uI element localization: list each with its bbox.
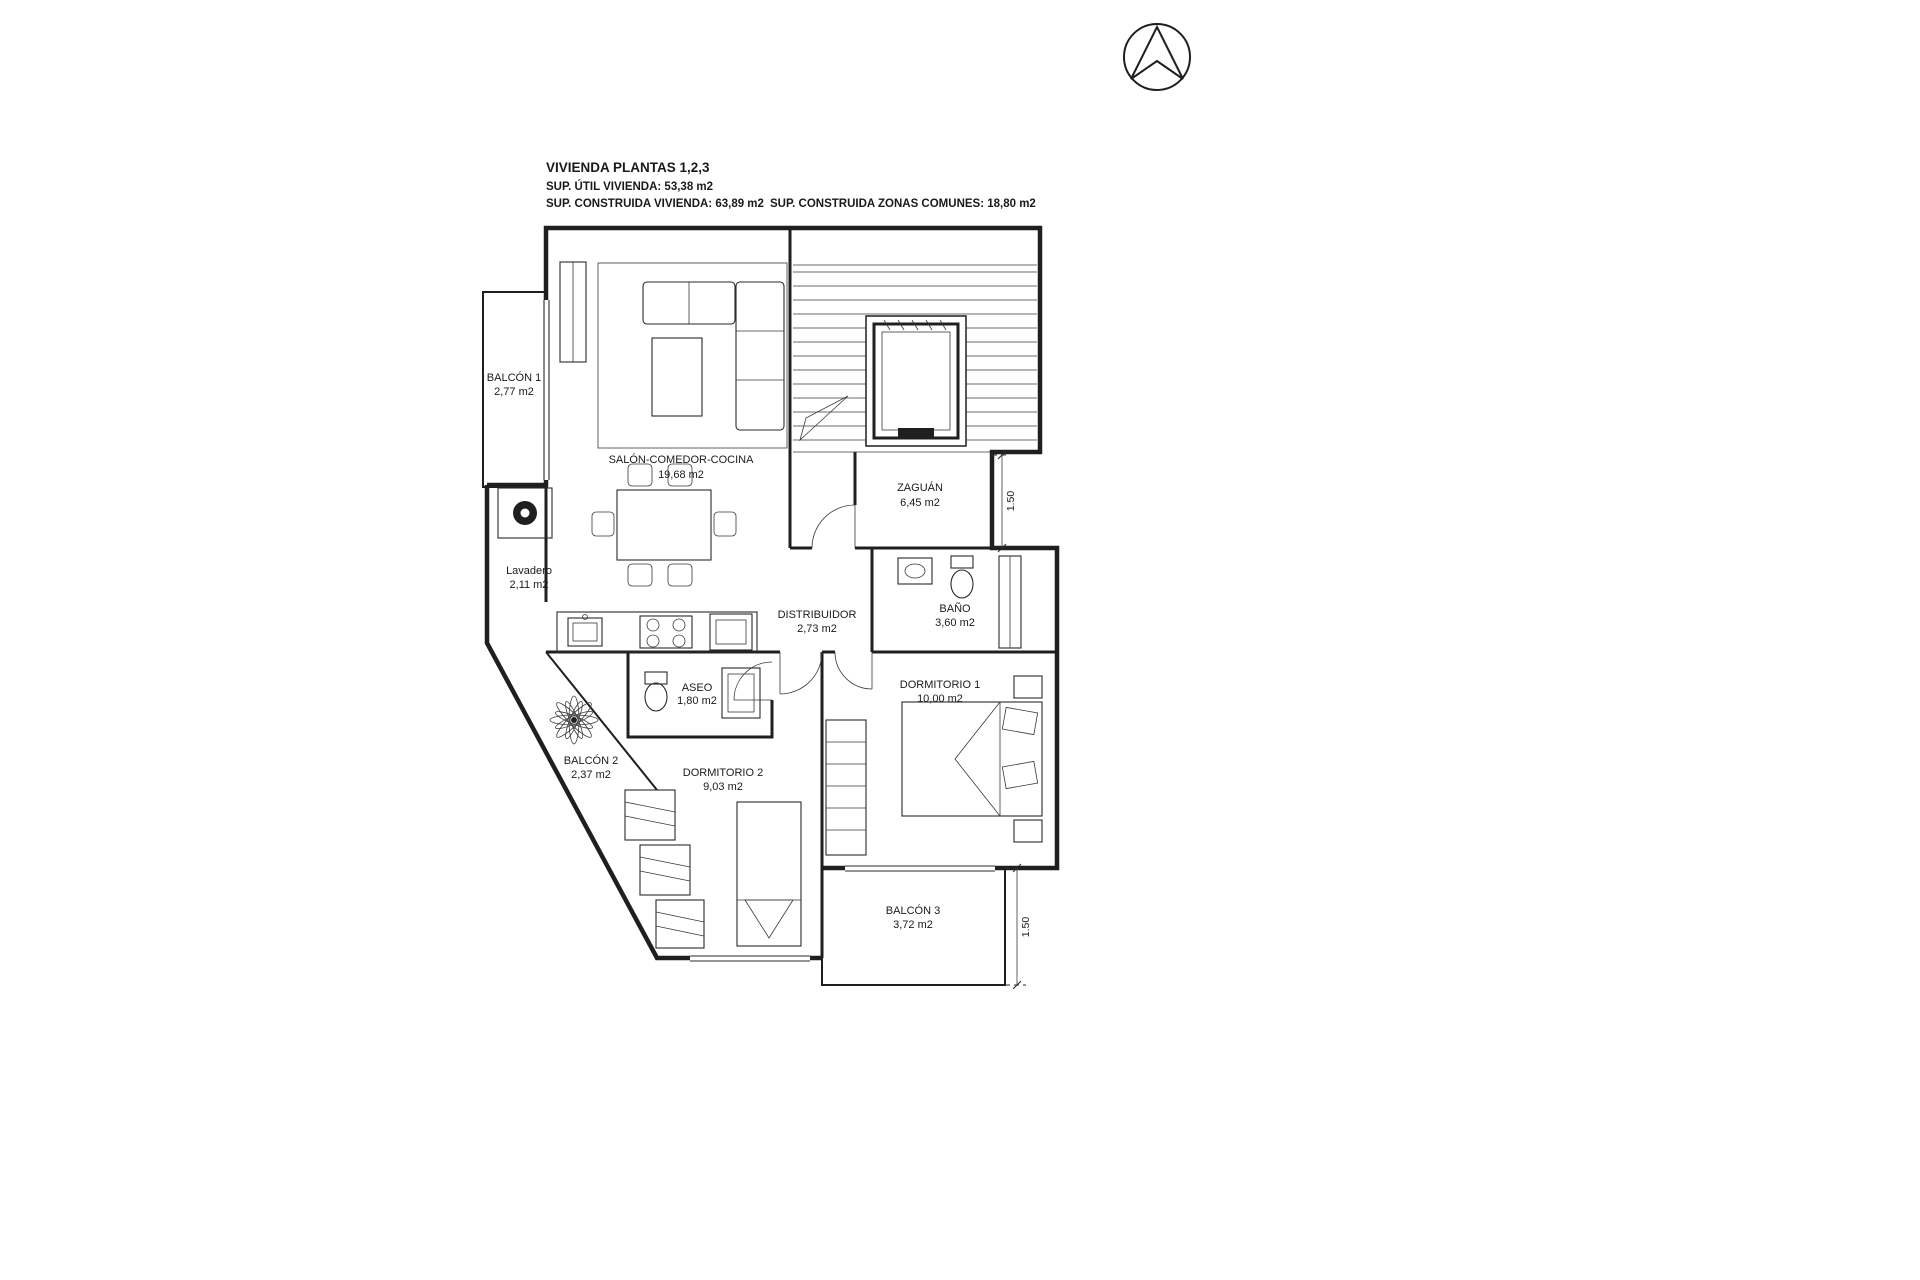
doors bbox=[733, 504, 873, 701]
room-area-aseo: 1,80 m2 bbox=[677, 695, 717, 707]
room-area-dormitorio2: 9,03 m2 bbox=[703, 781, 743, 793]
bedroom1-furniture bbox=[825, 675, 1043, 856]
room-area-balcon2: 2,37 m2 bbox=[571, 769, 611, 781]
kitchen-counter bbox=[556, 611, 758, 653]
north-arrow-icon bbox=[1123, 23, 1191, 91]
dimension-balcon3: 1.50 bbox=[1005, 863, 1032, 990]
room-area-lavadero: 2,11 m2 bbox=[510, 579, 549, 591]
plant-icon bbox=[549, 695, 599, 745]
room-label-dormitorio1: DORMITORIO 1 bbox=[900, 679, 980, 691]
room-label-lavadero: Lavadero bbox=[506, 565, 552, 577]
plan-sup-util: SUP. ÚTIL VIVIENDA: 53,38 m2 bbox=[546, 180, 713, 193]
room-area-balcon3: 3,72 m2 bbox=[893, 919, 933, 931]
room-area-dormitorio1: 10,00 m2 bbox=[917, 693, 963, 705]
living-room-furniture bbox=[559, 261, 788, 587]
room-label-balcon2: BALCÓN 2 bbox=[564, 754, 618, 767]
plan-sup-comunes: SUP. CONSTRUIDA ZONAS COMUNES: 18,80 m2 bbox=[770, 198, 1036, 210]
room-area-bano: 3,60 m2 bbox=[935, 617, 975, 629]
plan-sup-construida: SUP. CONSTRUIDA VIVIENDA: 63,89 m2 bbox=[546, 198, 764, 210]
dimension-zaguan: 1.50 bbox=[992, 450, 1017, 553]
dimension-label: 1.50 bbox=[1005, 491, 1017, 512]
room-label-aseo: ASEO bbox=[682, 682, 713, 694]
room-label-salon: SALÓN-COMEDOR-COCINA bbox=[609, 453, 755, 466]
room-label-balcon3: BALCÓN 3 bbox=[886, 904, 940, 917]
dimension-label: 1.50 bbox=[1020, 917, 1032, 938]
room-area-zaguan: 6,45 m2 bbox=[900, 497, 940, 509]
room-label-zaguan: ZAGUÁN bbox=[897, 481, 943, 494]
aseo-fixtures bbox=[644, 667, 761, 719]
room-label-distribuidor: DISTRIBUIDOR bbox=[778, 609, 857, 621]
room-label-dormitorio2: DORMITORIO 2 bbox=[683, 767, 763, 779]
room-area-balcon1: 2,77 m2 bbox=[494, 386, 534, 398]
room-label-bano: BAÑO bbox=[939, 602, 971, 615]
laundry-machine bbox=[497, 487, 553, 539]
exterior-walls bbox=[484, 225, 1060, 961]
windows bbox=[541, 300, 995, 963]
bathroom-fixtures bbox=[897, 555, 1022, 649]
plan-header: VIVIENDA PLANTAS 1,2,3 SUP. ÚTIL VIVIEND… bbox=[546, 160, 1036, 210]
room-area-salon: 19,68 m2 bbox=[658, 469, 704, 481]
bedroom2-furniture bbox=[624, 789, 802, 949]
plan-title: VIVIENDA PLANTAS 1,2,3 bbox=[546, 160, 710, 175]
room-area-distribuidor: 2,73 m2 bbox=[797, 623, 837, 635]
room-label-balcon1: BALCÓN 1 bbox=[487, 371, 541, 384]
elevator bbox=[865, 315, 967, 447]
room-labels: BALCÓN 1 2,77 m2 SALÓN-COMEDOR-COCINA 19… bbox=[487, 371, 980, 931]
